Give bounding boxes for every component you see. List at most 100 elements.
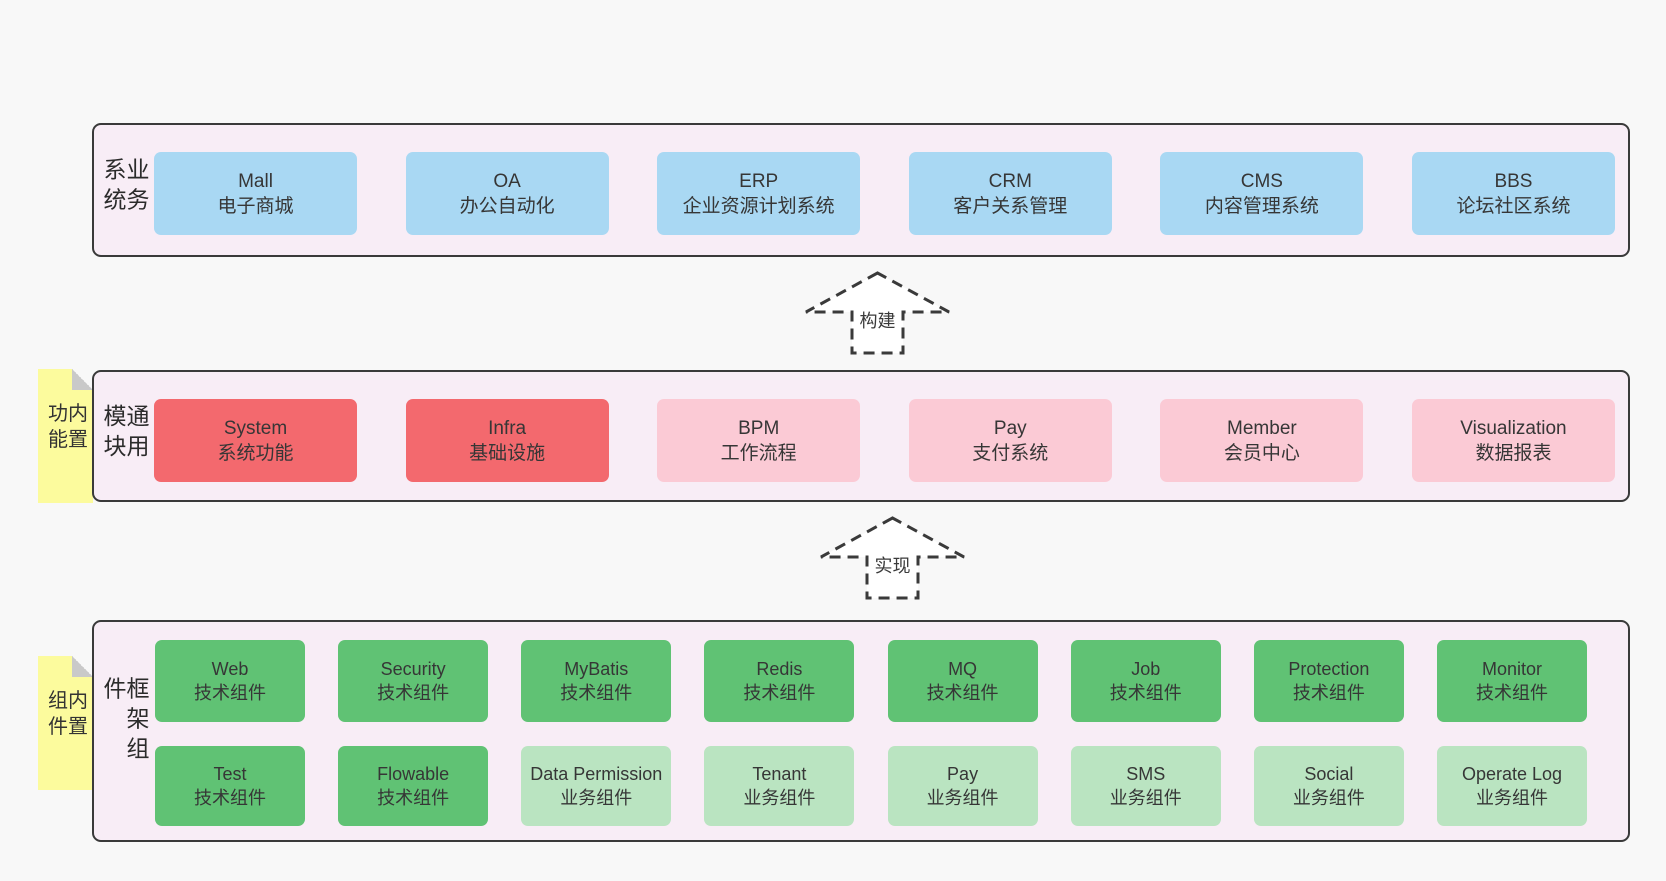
box-subtitle: 会员中心 (1223, 442, 1300, 464)
box-subtitle: 企业资源计划系统 (682, 195, 835, 217)
box-title: MQ (948, 659, 978, 679)
box-subtitle: 技术组件 (560, 683, 633, 703)
box-title: Member (1227, 417, 1297, 439)
box-job: Job 技术组件 (1070, 640, 1221, 722)
box-subtitle: 技术组件 (194, 683, 266, 703)
arrow-label: 实现 (871, 552, 914, 578)
sticky-note-built-in-features: 内置功能 (38, 369, 93, 503)
box-visualization: Visualization 数据报表 (1411, 399, 1615, 482)
box-title: SMS (1126, 764, 1166, 784)
box-subtitle: 办公自动化 (459, 195, 555, 217)
box-title: Monitor (1481, 659, 1542, 679)
box-system: System 系统功能 (154, 399, 357, 482)
box-title: Social (1304, 764, 1354, 784)
box-subtitle: 技术组件 (926, 683, 999, 703)
box-subtitle: 系统功能 (217, 442, 294, 464)
box-mq: MQ 技术组件 (887, 640, 1038, 722)
box-title: Visualization (1460, 417, 1567, 439)
box-title: Pay (993, 417, 1027, 439)
box-title: Security (380, 659, 446, 679)
box-subtitle: 技术组件 (743, 683, 816, 703)
arrow-label: 构建 (856, 307, 899, 333)
box-monitor: Monitor 技术组件 (1436, 640, 1587, 722)
band-label: 业务系统 (100, 157, 149, 218)
sticky-note-label: 内置功能 (44, 402, 87, 455)
box-subtitle: 技术组件 (377, 788, 450, 808)
modules-box-row: System 系统功能 Infra 基础设施 BPM 工作流程 Pay 支付系统… (154, 399, 1615, 482)
components-box-row-1: Web 技术组件 Security 技术组件 MyBatis 技术组件 Redi… (155, 640, 1587, 722)
box-title: System (223, 417, 288, 439)
sticky-note-label: 内置组件 (44, 689, 87, 742)
box-bpm: BPM 工作流程 (657, 399, 861, 482)
box-subtitle: 支付系统 (972, 442, 1049, 464)
box-subtitle: 技术组件 (377, 683, 450, 703)
box-subtitle: 技术组件 (1109, 683, 1182, 703)
box-subtitle: 技术组件 (194, 788, 266, 808)
box-mall: Mall 电子商城 (154, 152, 357, 235)
band-framework-components: 框架组件 Web 技术组件 Security 技术组件 MyBatis 技术组件… (92, 620, 1630, 842)
box-title: CMS (1240, 170, 1283, 192)
arrow-build: 构建 (803, 271, 952, 355)
box-title: Mall (238, 170, 273, 192)
box-member: Member 会员中心 (1160, 399, 1364, 482)
box-title: Operate Log (1461, 764, 1563, 784)
arrow-implement: 实现 (818, 516, 967, 600)
box-crm: CRM 客户关系管理 (908, 152, 1112, 235)
box-subtitle: 业务组件 (560, 788, 633, 808)
box-subtitle: 工作流程 (720, 442, 797, 464)
box-web: Web 技术组件 (155, 640, 305, 722)
box-title: CRM (988, 170, 1032, 192)
box-pay: Pay 支付系统 (908, 399, 1112, 482)
box-title: MyBatis (564, 659, 629, 679)
band-label: 通用模块 (100, 404, 149, 464)
business-box-row: Mall 电子商城 OA 办公自动化 ERP 企业资源计划系统 CRM 客户关系… (154, 152, 1615, 235)
box-title: Protection (1288, 659, 1370, 679)
box-redis: Redis 技术组件 (704, 640, 855, 722)
box-title: Test (213, 764, 247, 784)
box-security: Security 技术组件 (338, 640, 489, 722)
sticky-note-built-in-components: 内置组件 (38, 656, 93, 790)
box-title: Redis (756, 659, 803, 679)
box-bbs: BBS 论坛社区系统 (1411, 152, 1615, 235)
box-sms: SMS 业务组件 (1070, 746, 1221, 826)
box-social: Social 业务组件 (1253, 746, 1404, 826)
box-data-permission: Data Permission 业务组件 (521, 746, 672, 826)
box-mybatis: MyBatis 技术组件 (521, 640, 672, 722)
box-title: Tenant (752, 764, 807, 784)
box-subtitle: 内容管理系统 (1204, 195, 1319, 217)
box-title: Pay (947, 764, 979, 784)
box-subtitle: 业务组件 (743, 788, 816, 808)
box-subtitle: 业务组件 (1109, 788, 1182, 808)
band-business-systems: 业务系统 Mall 电子商城 OA 办公自动化 ERP 企业资源计划系统 CRM… (92, 123, 1630, 257)
box-infra: Infra 基础设施 (405, 399, 609, 482)
box-flowable: Flowable 技术组件 (338, 746, 489, 826)
band-label: 框架组件 (100, 676, 149, 767)
box-title: BBS (1494, 170, 1533, 192)
box-subtitle: 业务组件 (926, 788, 999, 808)
box-subtitle: 业务组件 (1292, 788, 1365, 808)
box-erp: ERP 企业资源计划系统 (657, 152, 861, 235)
box-operate-log: Operate Log 业务组件 (1436, 746, 1587, 826)
box-subtitle: 数据报表 (1475, 442, 1552, 464)
box-cms: CMS 内容管理系统 (1160, 152, 1364, 235)
box-protection: Protection 技术组件 (1253, 640, 1404, 722)
box-subtitle: 论坛社区系统 (1456, 195, 1571, 217)
box-title: ERP (739, 170, 779, 192)
box-subtitle: 技术组件 (1475, 683, 1548, 703)
box-title: OA (493, 170, 521, 192)
box-pay-business: Pay 业务组件 (887, 746, 1038, 826)
box-title: Data Permission (530, 764, 663, 784)
box-subtitle: 电子商城 (217, 195, 294, 217)
box-title: Infra (488, 417, 527, 439)
box-title: Flowable (377, 764, 450, 784)
box-subtitle: 客户关系管理 (953, 195, 1068, 217)
box-subtitle: 基础设施 (469, 442, 546, 464)
band-common-modules: 通用模块 System 系统功能 Infra 基础设施 BPM 工作流程 Pay… (92, 370, 1630, 502)
box-title: Job (1131, 659, 1161, 679)
box-subtitle: 技术组件 (1292, 683, 1365, 703)
box-test: Test 技术组件 (155, 746, 305, 826)
box-subtitle: 业务组件 (1475, 788, 1548, 808)
box-title: Web (211, 659, 249, 679)
components-box-row-2: Test 技术组件 Flowable 技术组件 Data Permission … (155, 746, 1587, 826)
